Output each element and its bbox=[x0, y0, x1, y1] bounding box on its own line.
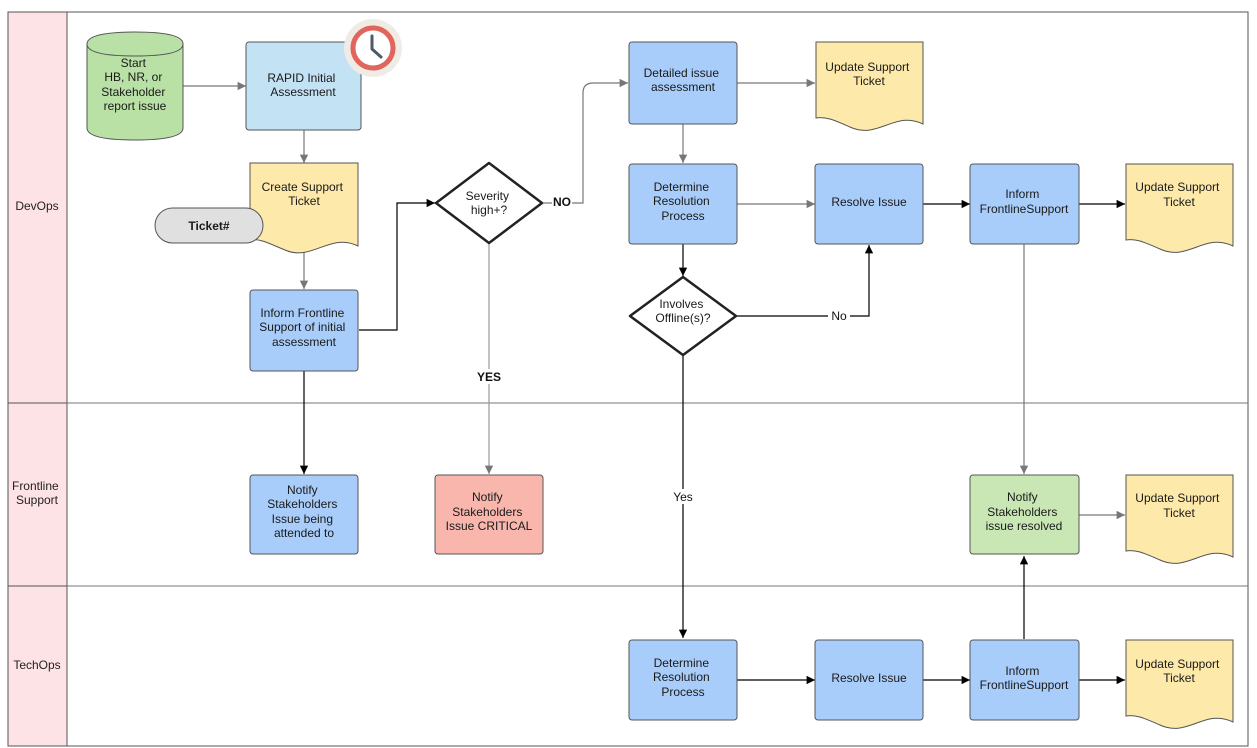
update-ticket-node-1: Update Support Ticket bbox=[815, 41, 924, 131]
svg-text:Resolve Issue: Resolve Issue bbox=[831, 195, 907, 209]
inform-frontline-techops-node: Inform FrontlineSupport bbox=[969, 639, 1080, 721]
edge-label-no: No bbox=[831, 309, 847, 323]
edge-label-no-upper: NO bbox=[553, 195, 571, 209]
svg-text:Start HB, NR, or: Start HB, NR, or Stakeholder report issu… bbox=[101, 56, 168, 113]
update-ticket-node-4: Update Support Ticket bbox=[1125, 639, 1234, 729]
svg-text:Inform FrontlineSuppor: Inform FrontlineSupport bbox=[980, 664, 1069, 692]
update-ticket-node-2: Update Support Ticket bbox=[1125, 163, 1234, 253]
inform-frontline-devops-node: Inform FrontlineSupport bbox=[969, 163, 1080, 245]
edge-label-yes: Yes bbox=[673, 490, 693, 504]
svg-text:Ticket#: Ticket# bbox=[188, 219, 229, 233]
severity-decision-node: Severity high+? bbox=[434, 161, 544, 245]
nodes: Start HB, NR, or Stakeholder report issu… bbox=[86, 19, 1234, 729]
rapid-assessment-node: RAPID Initial Assessment bbox=[245, 41, 362, 131]
resolve-issue-devops-node: Resolve Issue bbox=[814, 163, 924, 245]
svg-text:RAPID Initial Assessme: RAPID Initial Assessment bbox=[267, 71, 338, 99]
notify-resolved-node: Notify Stakeholders issue resolved bbox=[969, 474, 1080, 555]
svg-text:Inform FrontlineSuppor: Inform FrontlineSupport bbox=[980, 187, 1069, 216]
svg-text:Update Support Ticket: Update Support Ticket bbox=[1135, 491, 1222, 520]
svg-text:Resolve Issue: Resolve Issue bbox=[831, 671, 907, 685]
edge-inform-to-severity bbox=[359, 198, 435, 331]
svg-text:Inform Frontline Suppo: Inform Frontline Support of initial asse… bbox=[259, 306, 348, 349]
edge-involves-no-to-resolve bbox=[736, 245, 874, 317]
connectors bbox=[183, 78, 1125, 685]
create-support-ticket-node: Create Support Ticket bbox=[249, 162, 359, 254]
edge-labels: NO YES No Yes bbox=[476, 195, 850, 504]
svg-text:Severity high+?: Severity high+? bbox=[466, 189, 513, 217]
update-ticket-node-3: Update Support Ticket bbox=[1125, 474, 1234, 564]
svg-text:Update Support Ticket: Update Support Ticket bbox=[1135, 657, 1222, 685]
detailed-assessment-node: Detailed issue assessment bbox=[628, 41, 738, 125]
svg-text:Notify Stakeholders: Notify Stakeholders Issue CRITICAL bbox=[446, 490, 533, 533]
clock-icon bbox=[344, 19, 402, 77]
determine-resolution-techops-node: Determine Resolution Process bbox=[628, 639, 738, 721]
svg-text:Notify Stakeholders: Notify Stakeholders issue resolved bbox=[986, 490, 1063, 533]
lane-label-frontline: Frontline Support bbox=[12, 479, 62, 507]
determine-resolution-devops-node: Determine Resolution Process bbox=[628, 163, 738, 245]
lane-label-techops: TechOps bbox=[13, 658, 60, 672]
svg-text:Update Support Ticket: Update Support Ticket bbox=[825, 60, 912, 88]
lane-header-techops bbox=[7, 585, 68, 747]
swimlanes: DevOps Frontline Support TechOps bbox=[7, 11, 1249, 747]
lane-header-frontline bbox=[7, 402, 68, 587]
lane-label-devops: DevOps bbox=[15, 199, 58, 213]
ticket-number-node: Ticket# bbox=[154, 207, 264, 244]
notify-attended-node: Notify Stakeholders Issue being attended… bbox=[249, 474, 359, 555]
resolve-issue-techops-node: Resolve Issue bbox=[814, 639, 924, 721]
svg-text:Update Support Ticket: Update Support Ticket bbox=[1135, 180, 1222, 209]
edge-severity-no-to-detailed bbox=[542, 78, 628, 204]
svg-text:Detailed issue assessm: Detailed issue assessment bbox=[644, 66, 723, 94]
svg-text:Determine Resolution: Determine Resolution Process bbox=[653, 656, 713, 699]
svg-text:Determine Resolution: Determine Resolution Process bbox=[653, 180, 713, 223]
edge-label-yes-upper: YES bbox=[477, 370, 501, 384]
notify-critical-node: Notify Stakeholders Issue CRITICAL bbox=[434, 474, 544, 555]
start-node: Start HB, NR, or Stakeholder report issu… bbox=[86, 31, 184, 141]
inform-frontline-node: Inform Frontline Support of initial asse… bbox=[249, 289, 359, 372]
lane-header-devops bbox=[7, 11, 68, 404]
involves-offline-decision-node: Involves Offline(s)? bbox=[628, 275, 738, 357]
svg-text:Involves Offline(s)?: Involves Offline(s)? bbox=[655, 297, 710, 325]
svg-text:Notify Stakeholders: Notify Stakeholders Issue being attended… bbox=[267, 483, 340, 540]
svg-text:Create Support Ticket: Create Support Ticket bbox=[262, 180, 347, 208]
